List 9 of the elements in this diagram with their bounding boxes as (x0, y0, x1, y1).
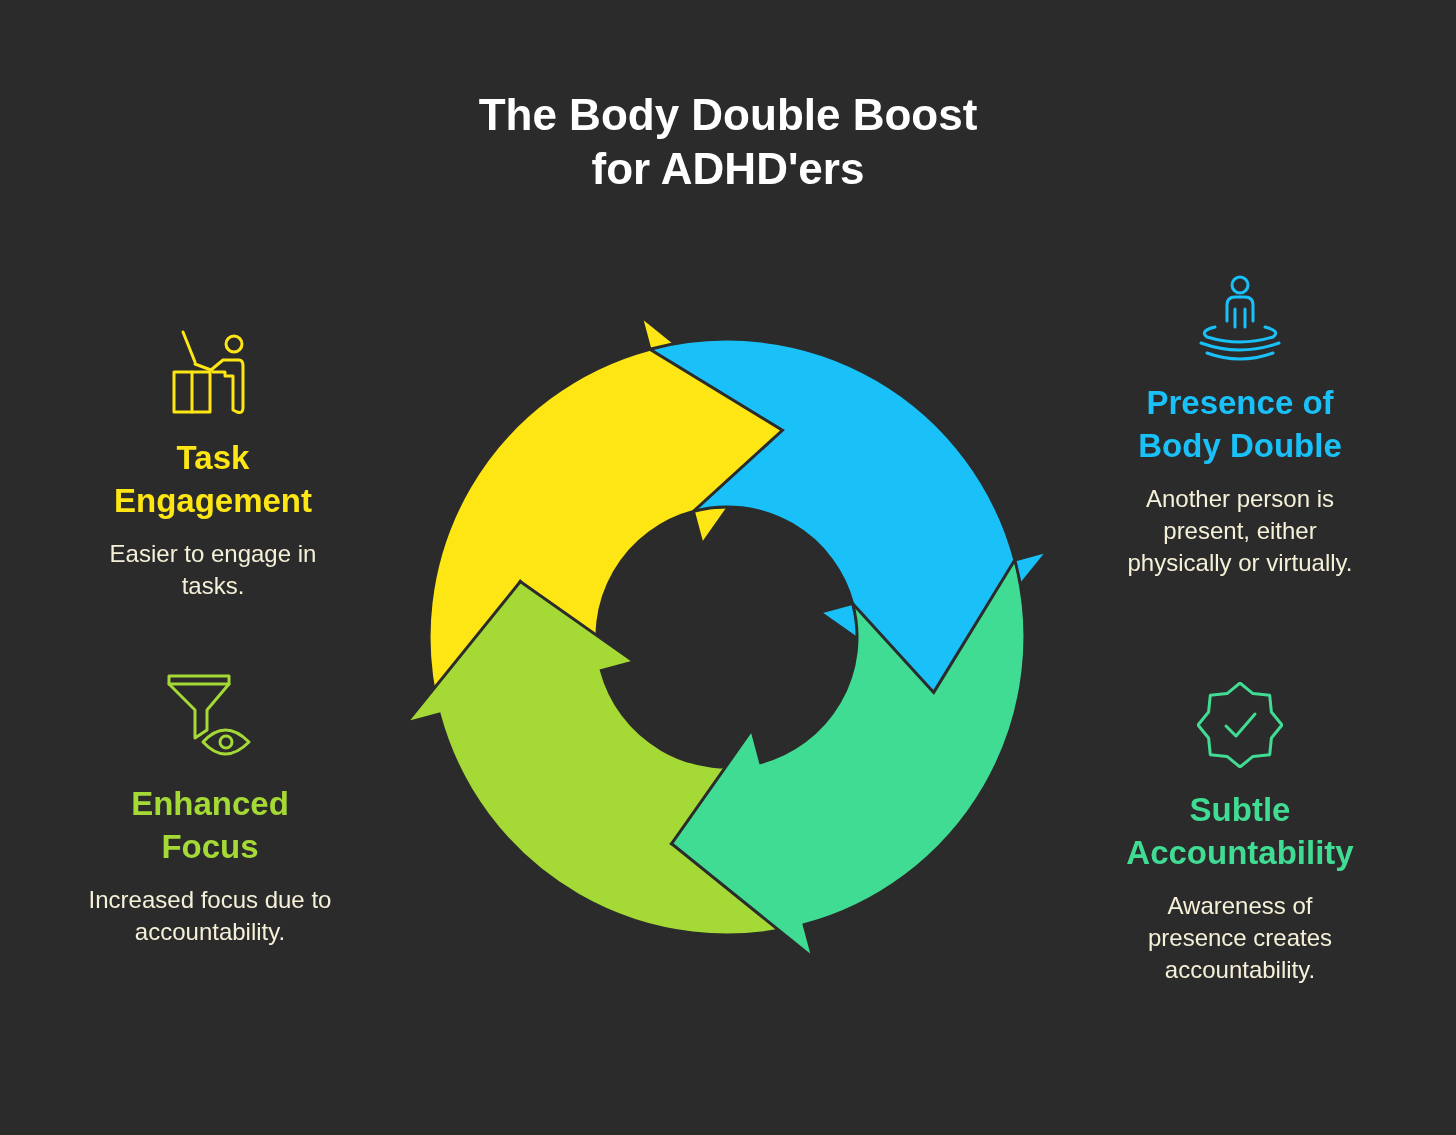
description: Awareness of presence creates accountability. (1146, 891, 1334, 985)
heading: Enhanced Focus (130, 784, 290, 867)
description: Another person is present, either physically or virtually. (1126, 484, 1354, 578)
title: The Body Double Boost for ADHD'ers (478, 89, 978, 195)
heading: Task Engagement (112, 438, 313, 521)
description: Increased focus due to accountability. (87, 885, 333, 947)
heading: Presence of Body Double (1137, 383, 1343, 466)
description: Easier to engage in tasks. (108, 539, 318, 601)
heading: Subtle Accountability (1125, 790, 1355, 873)
